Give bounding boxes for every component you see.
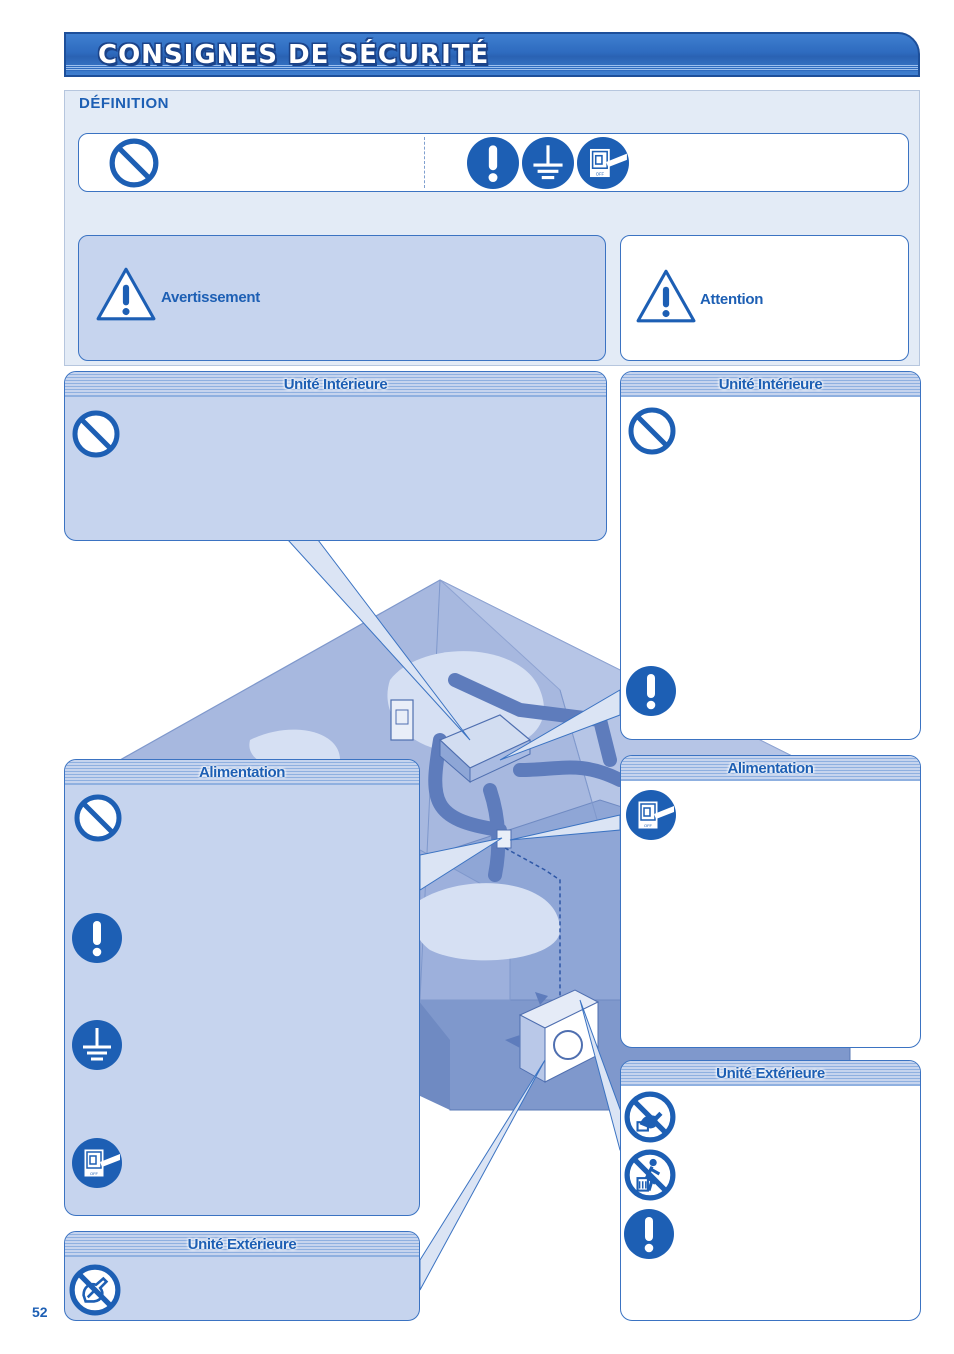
mandatory-icon: [626, 666, 676, 716]
page-title: CONSIGNES DE SÉCURITÉ: [98, 40, 490, 70]
mandatory-icon: [624, 1209, 674, 1259]
warning-definition-box: Avertissement: [78, 235, 606, 361]
caution-triangle-icon: [635, 268, 697, 324]
warning-label: Avertissement: [161, 289, 260, 306]
panel-title: Unité Intérieure: [718, 376, 823, 393]
prohibited-icon: [72, 793, 124, 843]
panel-indoor-unit-caution: Unité Intérieure: [620, 371, 921, 740]
warning-triangle-icon: [95, 266, 157, 322]
panel-title: Unité Intérieure: [283, 376, 388, 393]
definition-divider: [424, 137, 425, 188]
panel-outdoor-unit-warning: Unité Extérieure: [64, 1231, 420, 1321]
title-banner: CONSIGNES DE SÉCURITÉ: [64, 32, 920, 77]
ground-icon: [72, 1020, 122, 1070]
panel-title: Alimentation: [198, 764, 286, 781]
page-number: 52: [32, 1304, 48, 1320]
no-touch-icon: [624, 1091, 676, 1143]
panel-title: Alimentation: [727, 760, 814, 777]
prohibited-icon: [108, 137, 160, 189]
definition-heading: DÉFINITION: [79, 95, 169, 112]
caution-label: Attention: [700, 291, 764, 308]
panel-title: Unité Extérieure: [187, 1236, 297, 1253]
panel-indoor-unit-warning: Unité Intérieure: [64, 371, 607, 541]
unplug-icon: [626, 790, 676, 840]
mandatory-icon: [72, 913, 122, 963]
caution-definition-box: Attention: [620, 235, 909, 361]
mandatory-icon: [467, 137, 519, 189]
panel-outdoor-unit-caution: Unité Extérieure: [620, 1060, 921, 1321]
ground-icon: [522, 137, 574, 189]
prohibited-icon: [70, 409, 122, 459]
unplug-icon: [577, 137, 629, 189]
prohibited-icon: [626, 406, 678, 456]
unplug-icon: [72, 1138, 122, 1188]
no-step-icon: [624, 1149, 676, 1201]
no-hand-icon: [69, 1264, 121, 1316]
panel-power-supply-caution: Alimentation: [620, 755, 921, 1048]
panel-title: Unité Extérieure: [716, 1065, 825, 1082]
panel-power-supply-warning: Alimentation: [64, 759, 420, 1216]
